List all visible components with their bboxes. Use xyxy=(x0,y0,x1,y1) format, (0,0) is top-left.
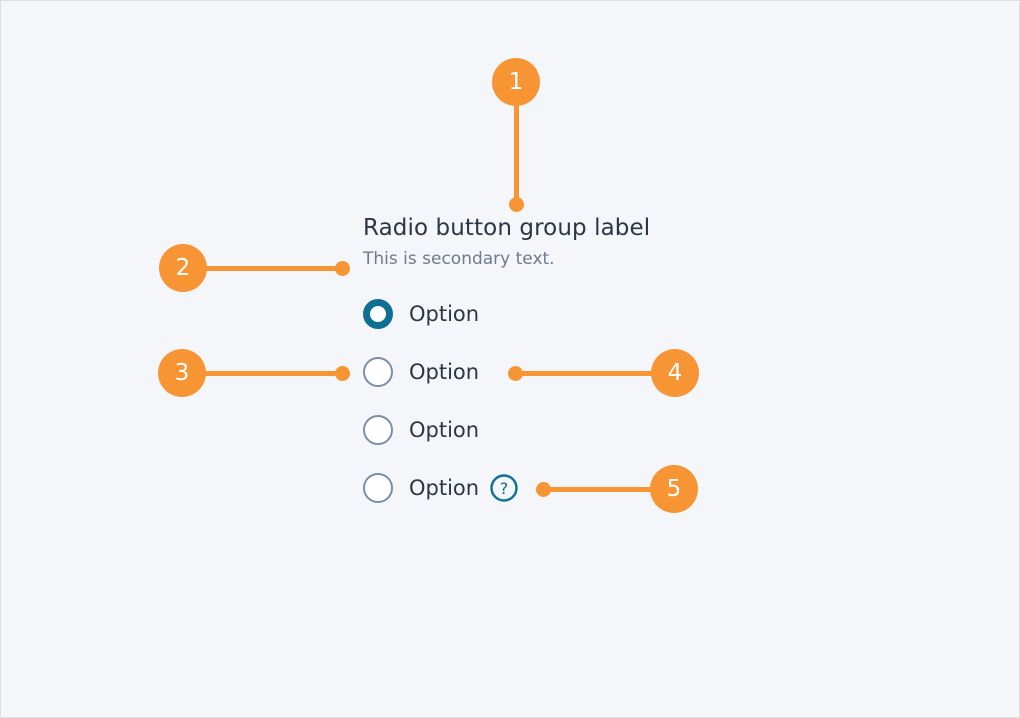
callout-badge-2[interactable]: 2 xyxy=(159,244,207,292)
callout-badge-4[interactable]: 4 xyxy=(651,349,699,397)
callout-leader-dot-4 xyxy=(508,366,523,381)
callout-leader-line-5 xyxy=(545,487,662,492)
radio-button-unselected[interactable] xyxy=(363,357,393,387)
radio-button-group: Radio button group label This is seconda… xyxy=(363,213,763,517)
radio-button-unselected[interactable] xyxy=(363,473,393,503)
radio-option-label-4: Option xyxy=(409,476,480,500)
callout-leader-line-1 xyxy=(514,105,519,205)
radio-option-list: Option Option Option Option ? xyxy=(363,285,763,517)
radio-option-label-3: Option xyxy=(409,418,480,442)
radio-button-selected[interactable] xyxy=(363,299,393,329)
callout-leader-dot-2 xyxy=(335,261,350,276)
callout-badge-3[interactable]: 3 xyxy=(158,349,206,397)
radio-option-label-1: Option xyxy=(409,302,480,326)
question-mark-icon[interactable]: ? xyxy=(490,474,518,502)
callout-leader-line-2 xyxy=(201,266,346,271)
radio-option-row-4[interactable]: Option ? xyxy=(363,459,763,517)
callout-leader-dot-1 xyxy=(509,197,524,212)
callout-leader-dot-3 xyxy=(335,366,350,381)
callout-leader-dot-5 xyxy=(536,482,551,497)
svg-text:?: ? xyxy=(500,479,509,498)
radio-group-helper-text: This is secondary text. xyxy=(363,249,555,269)
callout-badge-5[interactable]: 5 xyxy=(650,465,698,513)
radio-group-label: Radio button group label xyxy=(363,215,651,241)
callout-leader-line-3 xyxy=(200,371,346,376)
radio-button-unselected[interactable] xyxy=(363,415,393,445)
radio-option-row-3[interactable]: Option xyxy=(363,401,763,459)
callout-leader-line-4 xyxy=(517,371,662,376)
callout-badge-1[interactable]: 1 xyxy=(492,58,540,106)
radio-option-label-2: Option xyxy=(409,360,480,384)
radio-option-row-2[interactable]: Option xyxy=(363,343,763,401)
radio-option-row-1[interactable]: Option xyxy=(363,285,763,343)
